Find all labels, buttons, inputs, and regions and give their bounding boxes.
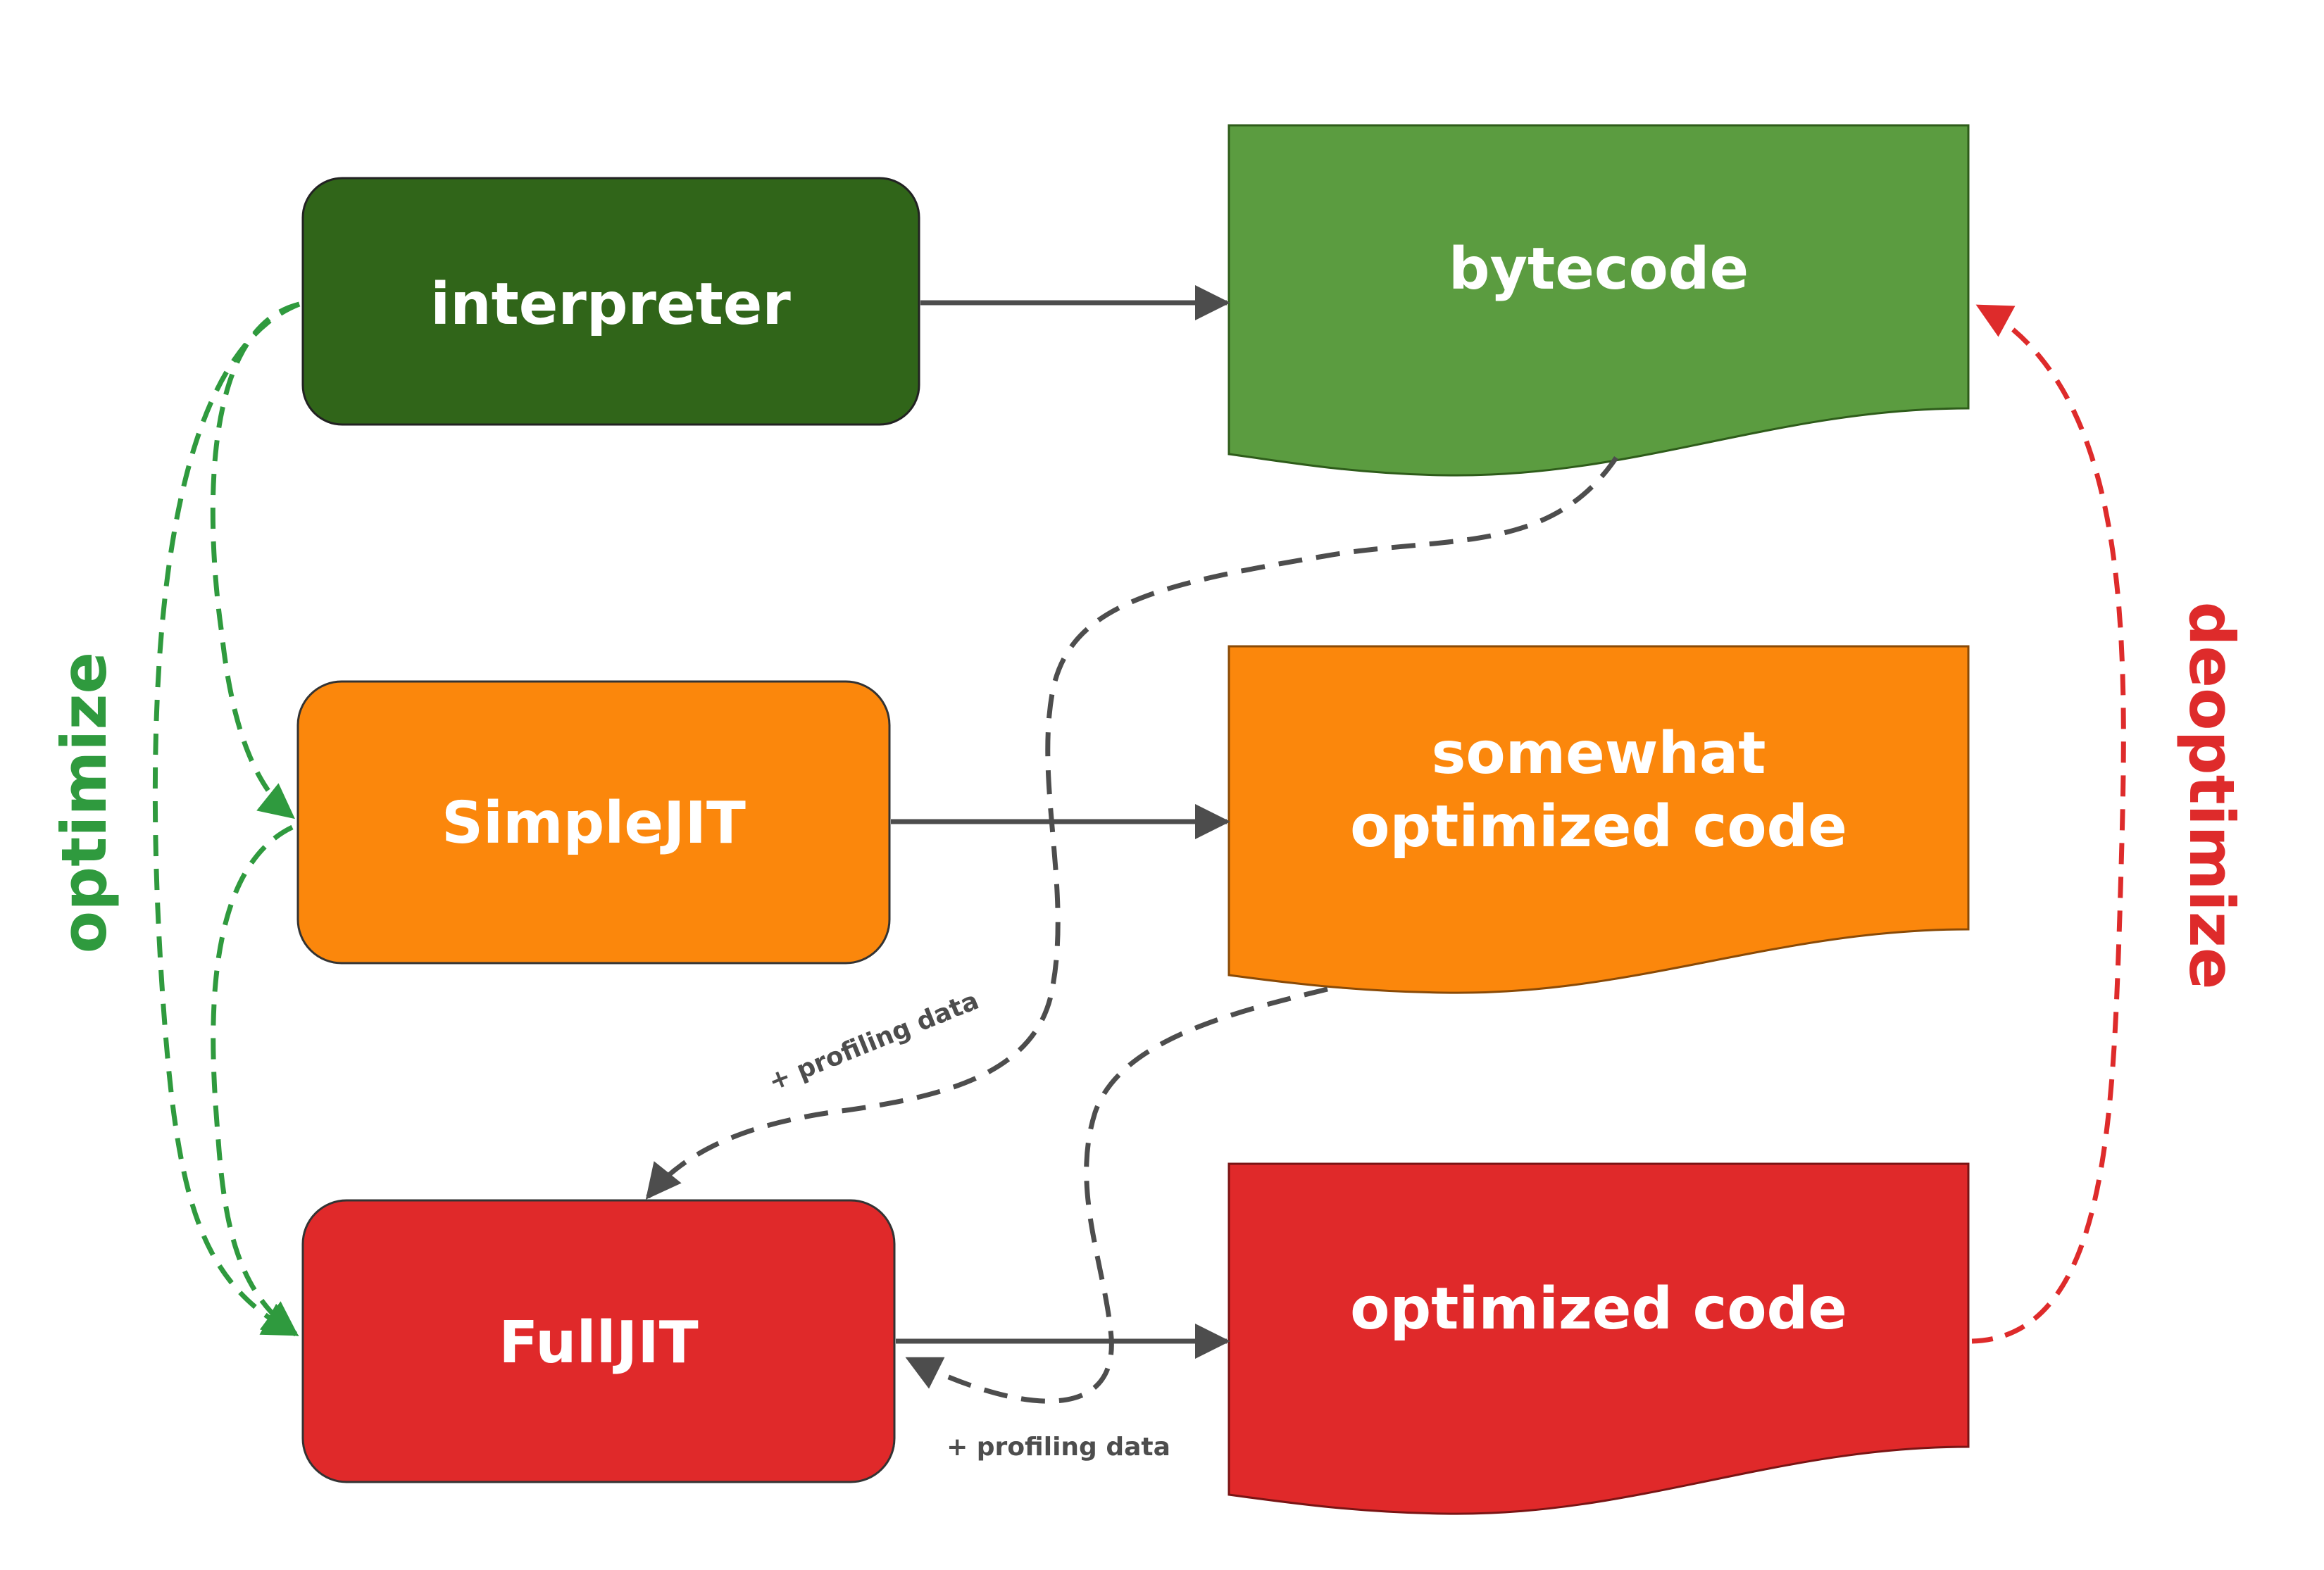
- simple-jit-box: [296, 680, 891, 965]
- somewhat-to-fulljit-profiling-path: [905, 986, 1328, 1404]
- simple-jit-label: SimpleJIT: [442, 790, 746, 857]
- full-jit-box: [301, 1199, 896, 1483]
- interpreter-label: interpreter: [430, 271, 791, 338]
- profiling-data-label-lower: + profiling data: [947, 1433, 1170, 1462]
- optimized-code-node: optimized code: [1227, 1162, 1970, 1515]
- deoptimize-label: deoptimize: [2175, 601, 2248, 989]
- profiling-data-label-upper: + profiling data: [765, 986, 983, 1097]
- interpreter-node: interpreter: [301, 177, 920, 426]
- optimized-code-label: optimized code: [1350, 1276, 1847, 1343]
- optimize-interpreter-to-simplejit-path: [210, 301, 300, 819]
- bytecode-to-fulljit-profiling-path: [645, 456, 1618, 1200]
- optimize-label: optimize: [48, 652, 120, 953]
- interpreter-box: [301, 177, 920, 426]
- optimized-document: [1227, 1162, 1970, 1515]
- full-jit-label: FullJIT: [499, 1310, 699, 1376]
- somewhat-optimized-code-node: somewhat optimized code: [1227, 645, 1970, 994]
- full-jit-node: FullJIT: [301, 1199, 896, 1483]
- somewhat-optimized-document: [1227, 645, 1970, 994]
- bytecode-node: bytecode: [1227, 124, 1970, 477]
- bytecode-document: [1227, 124, 1970, 477]
- simple-jit-node: SimpleJIT: [296, 680, 891, 965]
- somewhat-optimized-label-line1: somewhat: [1432, 720, 1766, 787]
- optimize-interpreter-to-fulljit-path: [152, 301, 301, 1337]
- bytecode-label: bytecode: [1449, 236, 1749, 303]
- somewhat-optimized-label-line2: optimized code: [1350, 793, 1847, 860]
- deoptimize-optimized-to-bytecode-path: [1971, 303, 2126, 1344]
- optimize-simplejit-to-fulljit-path: [211, 824, 299, 1336]
